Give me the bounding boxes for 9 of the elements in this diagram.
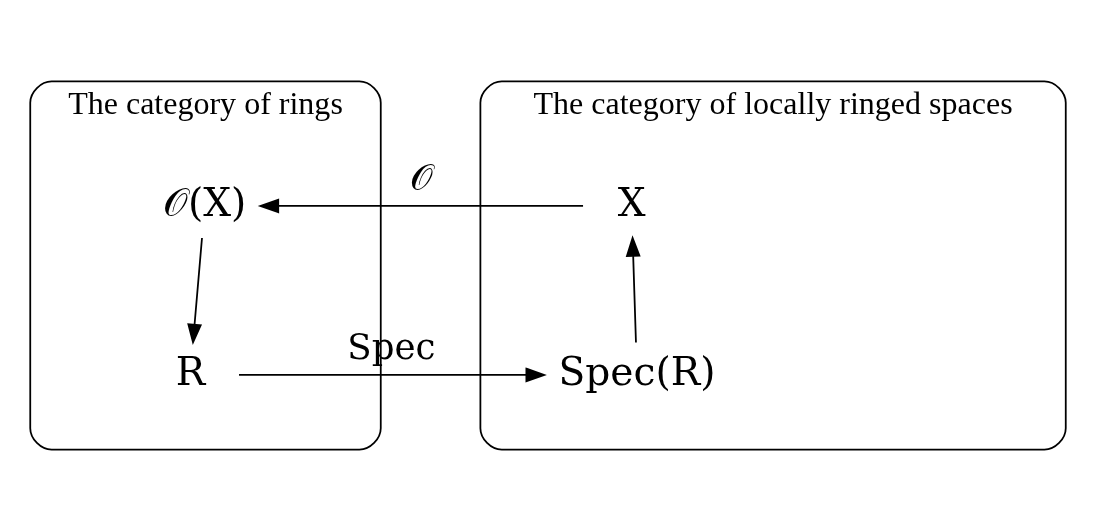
arrow xyxy=(257,197,584,213)
edge-label: 𝒪 xyxy=(410,156,434,198)
node-text: 𝒪(X) xyxy=(162,179,247,225)
node-text: R xyxy=(175,348,206,394)
arrow xyxy=(187,236,203,345)
node-text: X xyxy=(617,179,646,225)
arrow xyxy=(238,366,547,382)
arrow xyxy=(625,234,641,343)
node-text: Spec(R) xyxy=(558,348,716,394)
